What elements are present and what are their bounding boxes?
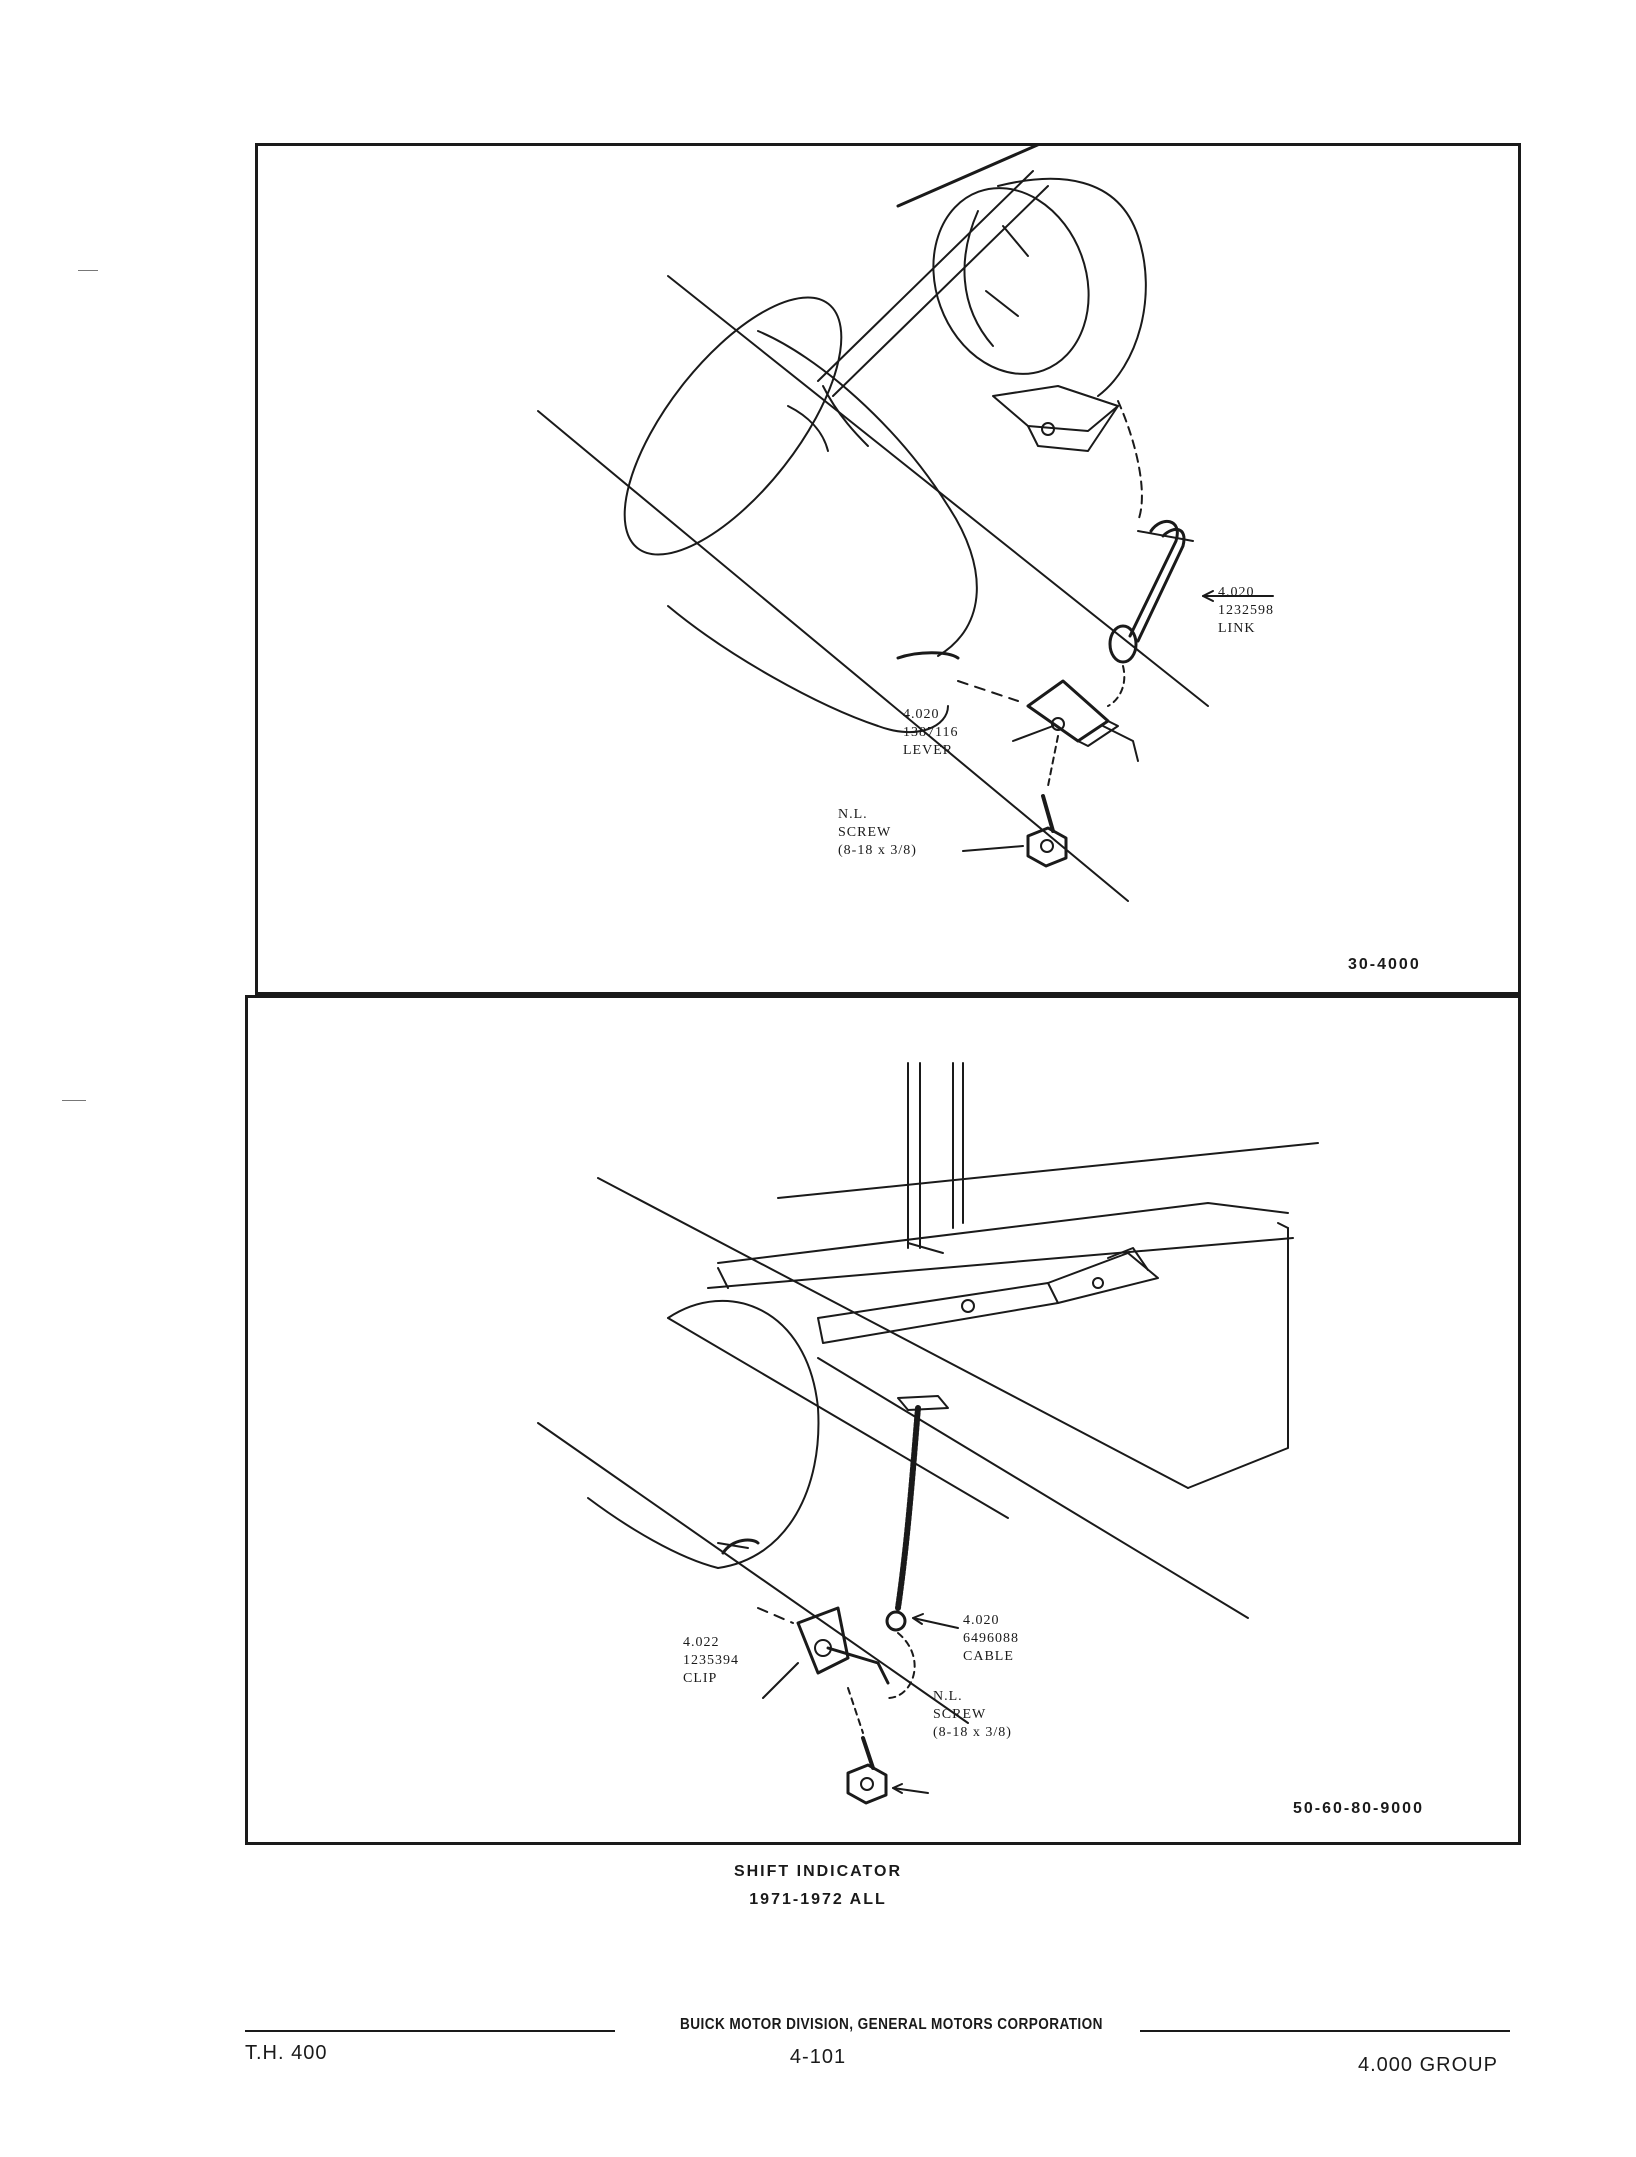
callout-cable-part-number: 6496088 (963, 1631, 1019, 1646)
footer-publisher: BUICK MOTOR DIVISION, GENERAL MOTORS COR… (680, 2016, 1103, 2033)
scan-mark (62, 1100, 86, 1101)
callout-cable: 4.020 6496088 CABLE (963, 1612, 1019, 1666)
footer-left-label: T.H. 400 (245, 2042, 328, 2064)
callout-clip-name: CLIP (683, 1671, 718, 1686)
footer-right-label: 4.000 GROUP (1358, 2054, 1498, 2076)
steering-column-illustration-top (537, 146, 1274, 902)
callout-clip-part-number: 1235394 (683, 1653, 739, 1668)
figure-bottom-panel: 4.020 6496088 CABLE 4.022 1235394 CLIP N… (245, 995, 1521, 1845)
callout-screw-top-size: (8-18 x 3/8) (838, 843, 917, 858)
footer-rule-left (245, 2030, 615, 2032)
callout-link-name: LINK (1218, 621, 1256, 636)
callout-lever-name: LEVER (903, 743, 954, 758)
callout-screw-bottom-size: (8-18 x 3/8) (933, 1725, 1012, 1740)
callout-link-part-number: 1232598 (1218, 603, 1274, 618)
callout-clip: 4.022 1235394 CLIP (683, 1634, 739, 1688)
callout-screw-top: N.L. SCREW (8-18 x 3/8) (838, 806, 917, 860)
callout-clip-group: 4.022 (683, 1635, 720, 1650)
callout-lever: 4.020 1387116 LEVER (903, 706, 958, 760)
figure-number-bottom: 50-60-80-9000 (1293, 1800, 1424, 1817)
caption-subtitle: 1971-1972 ALL (749, 1891, 887, 1908)
scan-mark (78, 270, 98, 271)
callout-screw-top-name: SCREW (838, 825, 892, 840)
figure-number-top: 30-4000 (1348, 956, 1421, 973)
callout-screw-bottom: N.L. SCREW (8-18 x 3/8) (933, 1688, 1012, 1742)
steering-column-illustration-bottom (537, 1062, 1319, 1805)
callout-lever-group: 4.020 (903, 707, 940, 722)
callout-screw-bottom-code: N.L. (933, 1689, 963, 1704)
figure-top-panel: 4.020 1232598 LINK 4.020 1387116 LEVER N… (255, 143, 1521, 995)
callout-lever-part-number: 1387116 (903, 725, 959, 740)
callout-screw-top-code: N.L. (838, 807, 868, 822)
footer-rule-right (1140, 2030, 1510, 2032)
callout-link: 4.020 1232598 LINK (1218, 584, 1274, 638)
footer-page-number: 4-101 (789, 2046, 847, 2068)
callout-link-group: 4.020 (1218, 585, 1255, 600)
callout-cable-group: 4.020 (963, 1613, 1000, 1628)
caption-title: SHIFT INDICATOR (733, 1863, 903, 1880)
callout-screw-bottom-name: SCREW (933, 1707, 987, 1722)
callout-cable-name: CABLE (963, 1649, 1014, 1664)
